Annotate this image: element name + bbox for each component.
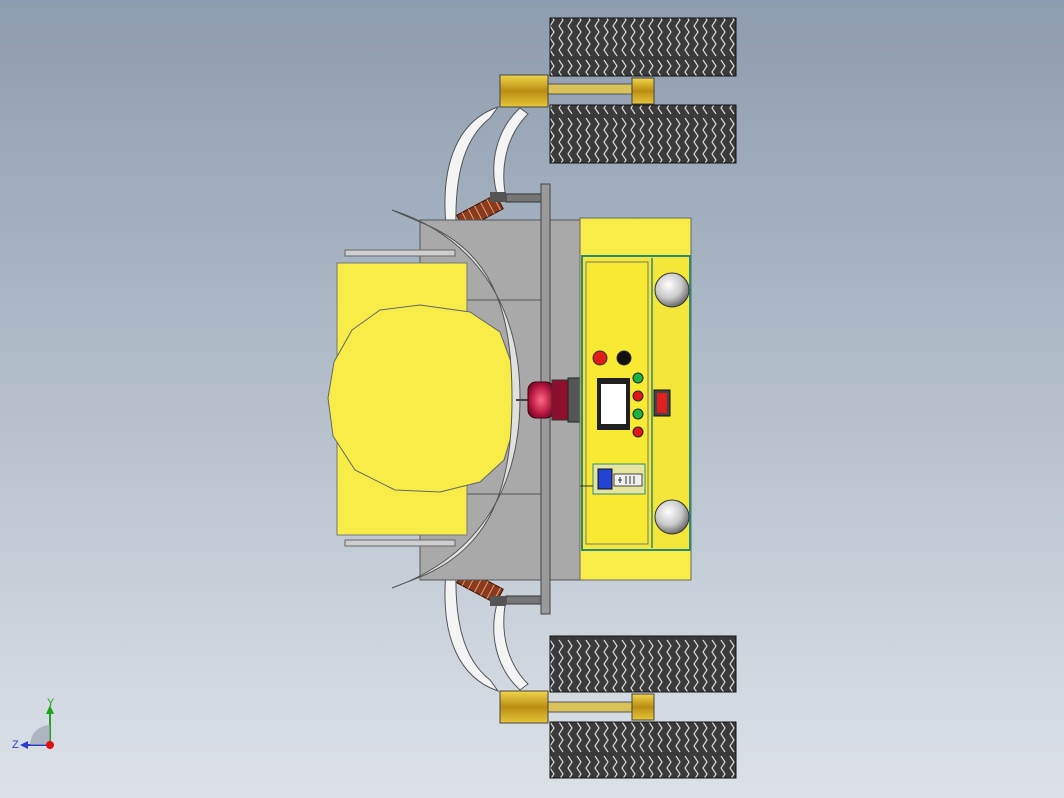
wheel-assembly-top [499,17,737,164]
hub-bottom [631,693,655,721]
tire-top-inner [549,104,737,164]
axle-bottom [547,701,635,713]
front-curved-guard [391,209,521,589]
origin-dot [46,741,54,749]
main-body [579,217,692,581]
cylinder-top [499,74,549,108]
caster-ball-top-icon [654,272,690,308]
axle-top [547,83,635,95]
drive-motor [516,377,583,423]
z-axis-label: Z [12,739,19,751]
button-red[interactable] [592,350,608,366]
tire-bottom-inner [549,635,737,693]
wheel-assembly-bottom [499,635,737,779]
caster-ball-bottom-icon [654,499,690,535]
axis-triad: Y Z [12,697,55,751]
hub-top [631,77,655,105]
indicator-light-2 [632,390,644,402]
front-disc [327,304,517,493]
y-axis-label: Y [47,697,55,709]
indicator-light-4 [632,426,644,438]
indicator-light-3 [632,408,644,420]
button-black[interactable] [616,350,632,366]
tire-bottom-outer [549,721,737,779]
front-housing [327,209,521,589]
tire-top-outer [549,17,737,77]
cylinder-bottom [499,690,549,724]
indicator-light-1 [632,372,644,384]
